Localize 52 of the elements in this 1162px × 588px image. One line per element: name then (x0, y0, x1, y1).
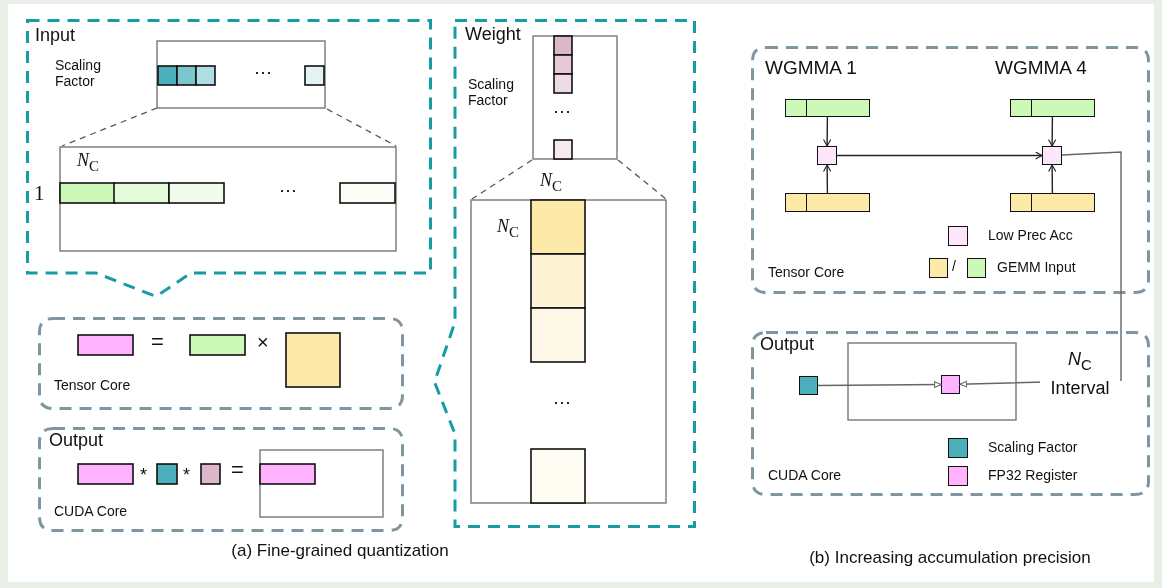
register-block (941, 375, 960, 394)
arrow (823, 164, 832, 194)
cuda-core-panel (38, 427, 404, 532)
legend-label: Scaling Factor (988, 439, 1078, 456)
scaling-factor-block (799, 376, 818, 395)
panel-title: Tensor Core (768, 264, 845, 281)
operator-symbol: = (231, 457, 244, 483)
operator-symbol: × (257, 331, 269, 354)
arrow (836, 151, 1043, 160)
cuda-core-panel (751, 331, 1150, 496)
ellipsis: ⋯ (279, 180, 297, 201)
operator-symbol: = (151, 329, 164, 355)
operator-symbol: * (183, 465, 190, 486)
ellipsis: ⋯ (254, 62, 272, 83)
panel-title: Tensor Core (54, 377, 131, 394)
panel-label: CUDA Core (54, 503, 128, 520)
gemm-input-block (785, 99, 870, 117)
step-label: WGMMA 4 (995, 57, 1087, 79)
input-panel (26, 19, 432, 298)
arrow (817, 381, 942, 388)
dimension-label: N$_{C}$ (77, 150, 100, 175)
operator-symbol: * (140, 465, 147, 486)
arrow (823, 116, 832, 147)
vector-label: Scaling Factor (468, 76, 515, 109)
gemm-input-block (1010, 193, 1095, 212)
arrow (1048, 164, 1057, 194)
vector-label: Scaling Factor (55, 57, 102, 90)
panel-title: Output (49, 430, 104, 451)
subfigure-caption: (b) Increasing accumulation precision (809, 548, 1091, 568)
legend-label: Low Prec Acc (988, 227, 1073, 244)
ellipsis: ⋯ (553, 392, 571, 413)
panel-title: Weight (465, 24, 521, 45)
arrow (1048, 116, 1057, 147)
legend-label: GEMM Input (997, 259, 1076, 276)
dimension-label: 1 (34, 181, 45, 206)
separator-text: / (952, 258, 956, 275)
step-label: WGMMA 1 (765, 57, 857, 79)
tensor-core-panel (38, 317, 404, 410)
legend-label: FP32 Register (988, 467, 1078, 484)
panel-title: Output (760, 334, 815, 355)
subfigure-caption: (a) Fine-grained quantization (231, 541, 449, 561)
panel-title: Input (35, 25, 76, 46)
panel-label: CUDA Core (768, 467, 842, 484)
accumulator-block (1042, 146, 1062, 165)
weight-panel (433, 19, 696, 528)
gemm-input-block (1010, 99, 1095, 117)
tensor-core-panel (751, 46, 1150, 294)
accumulator-block (817, 146, 837, 165)
dimension-label: N$_{C}$ (540, 170, 563, 195)
gemm-input-block (785, 193, 870, 212)
ellipsis: ⋯ (553, 101, 571, 122)
dimension-label: N$_{C}$ (497, 216, 520, 241)
